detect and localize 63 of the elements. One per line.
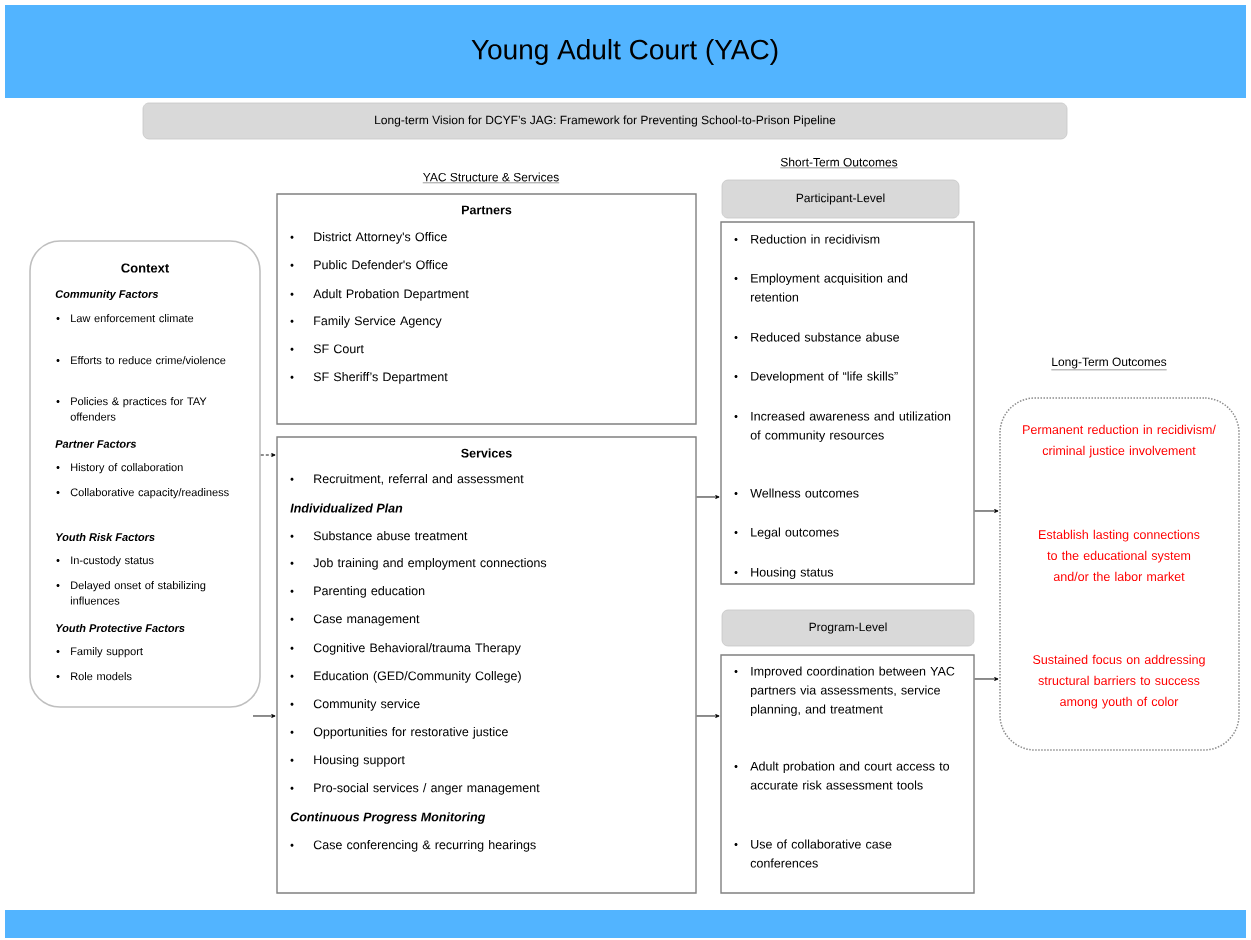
bullet-item: Reduced substance abuse [734, 332, 900, 342]
bullet-item: Family Service Agency [290, 316, 442, 328]
bullet-item: Collaborative capacity/readiness [56, 488, 229, 499]
arrow [696, 714, 720, 718]
bullet-item: District Attorney's Office [290, 232, 447, 244]
bullet-item: Case conferencing & recurring hearings [290, 840, 536, 852]
bullet-item: History of collaboration [56, 463, 183, 474]
bullet-item: In-custody status [56, 556, 154, 567]
bullet-item: Job training and employment connections [290, 558, 547, 570]
bullet-item: Substance abuse treatment [290, 531, 468, 541]
arrow [974, 677, 999, 681]
level-tab: Participant-Level [721, 179, 960, 219]
bullet-item: Improved coordination between YAC partners via assessments, service planning, and treatment [734, 666, 955, 717]
bullet-item: Adult probation and court access to accurate risk assessment tools [734, 761, 950, 790]
bullet-item: Pro-social services / anger management [290, 783, 540, 795]
level-tab: Program-Level [721, 609, 975, 647]
bullet-item: Recruitment, referral and assessment [290, 474, 524, 485]
bullet-item: SF Court [290, 344, 364, 354]
section-heading: Long-Term Outcomes [1051, 357, 1167, 371]
bullet-item: Employment acquisition and retention [734, 273, 908, 302]
outcome-text: Establish lasting connections to the educational system and/or the labor market [1039, 529, 1200, 581]
panel-heading: Context [121, 263, 170, 273]
subheading: Youth Risk Factors [56, 532, 155, 542]
arrow [974, 509, 999, 513]
bullet-item: Case management [290, 614, 420, 626]
title: Young Adult Court (YAC) [471, 38, 778, 66]
bullet-item: Development of “life skills” [734, 371, 898, 384]
subheading: Youth Protective Factors [56, 623, 185, 633]
bullet-item: Education (GED/Community College) [290, 671, 521, 683]
bullet-item: Community service [290, 699, 420, 711]
bullet-item: Public Defender's Office [290, 260, 448, 270]
arrow [696, 495, 720, 499]
bullet-item: Increased awareness and utilization of community resources [734, 411, 951, 443]
bullet-item: Cognitive Behavioral/trauma Therapy [290, 643, 521, 655]
subheading: Continuous Progress Monitoring [290, 812, 486, 824]
section-heading: YAC Structure & Services [422, 172, 560, 183]
bullet-item: Use of collaborative case conferences [734, 839, 892, 868]
bullet-item: Family support [56, 647, 143, 658]
bullet-item: SF Sheriff’s Department [290, 372, 448, 384]
bullet-item: Role models [56, 672, 132, 681]
bullet-item: Reduction in recidivism [734, 234, 880, 244]
arrow [260, 453, 276, 457]
subheading: Individualized Plan [290, 503, 403, 513]
bullet-item: Parenting education [290, 586, 425, 598]
section-heading: Short-Term Outcomes [780, 157, 898, 168]
bullet-item: Policies & practices for TAY offenders [56, 397, 207, 421]
subheading: Partner Factors [55, 440, 137, 448]
bullet-item: Adult Probation Department [290, 289, 469, 301]
subheading: Community Factors [55, 289, 159, 301]
vision-banner: Long-term Vision for DCYF’s JAG: Framework for Preventing School-to-Prison Pipeline [142, 102, 1068, 140]
panel-heading: Partners [462, 205, 512, 215]
arrow [252, 714, 276, 718]
bullet-item: Law enforcement climate [56, 314, 194, 323]
bullet-item: Delayed onset of stabilizing influences [56, 581, 206, 605]
outcome-text: Sustained focus on addressing structural barriers to success among youth of color [1033, 654, 1205, 709]
bullet-item: Wellness outcomes [734, 488, 859, 498]
panel-heading: Services [461, 448, 512, 458]
bullet-item: Legal outcomes [734, 527, 839, 540]
bullet-item: Efforts to reduce crime/violence [56, 356, 226, 365]
bullet-item: Housing status [734, 567, 834, 580]
bullet-item: Housing support [290, 755, 405, 767]
bullet-item: Opportunities for restorative justice [290, 727, 508, 739]
outcome-text: Permanent reduction in recidivism/ criminal justice involvement [1023, 424, 1216, 458]
